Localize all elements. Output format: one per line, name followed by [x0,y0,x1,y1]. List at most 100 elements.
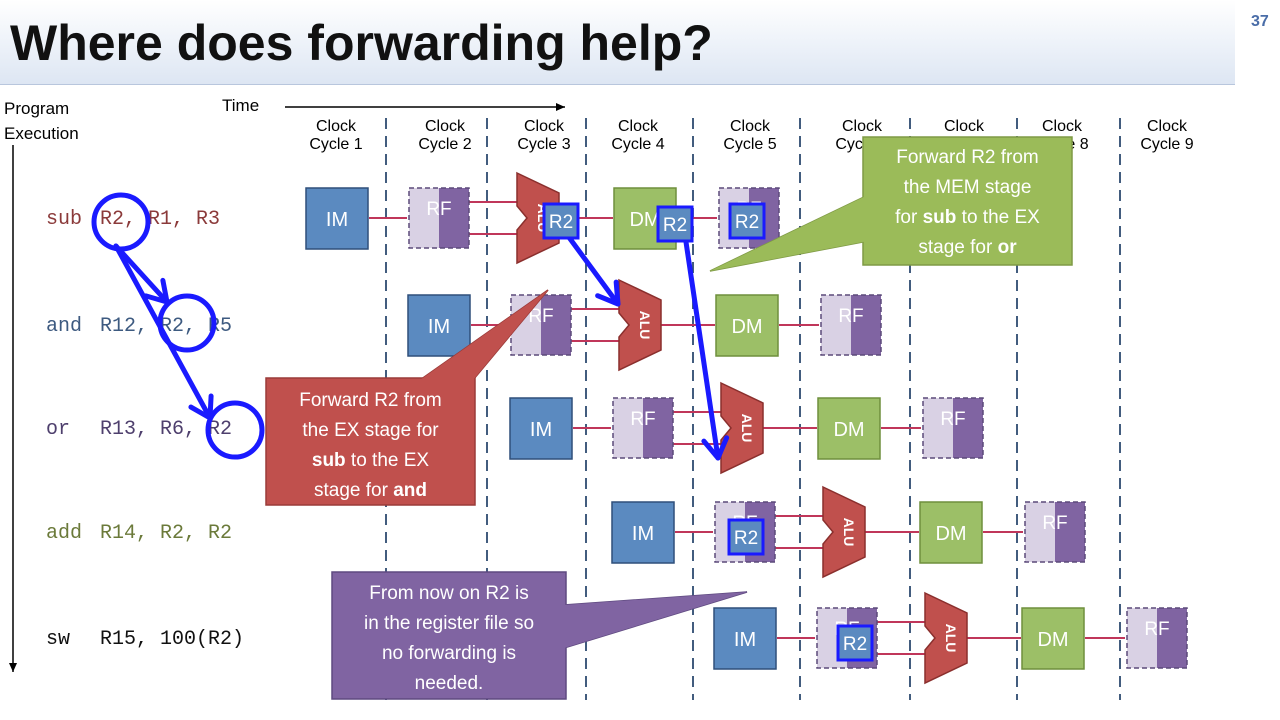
instr-5-rf-read-block [816,607,878,669]
instr-3-im-label: IM [530,419,552,441]
instr-1-im-label: IM [326,209,348,231]
instr-5-dm-label: DM [1037,629,1068,651]
clock-cycle-3-line-1: Clock [524,118,565,135]
instr-2-rf-write-label: RF [838,306,863,327]
instr-1-rf-write-block [718,187,780,249]
instruction-1-opcode: sub [46,208,82,231]
callout-ex-to-ex-line-1: Forward R2 from [299,390,442,411]
callout-register-file-box [331,571,567,700]
instr-2-rf-write-light-half [821,295,851,355]
instr-2-dm-label: DM [731,316,762,338]
instr-5-im-block [713,607,777,670]
callout-mem-to-ex-line-4: stage for or [918,237,1017,258]
sub-wb-r2-tag-box [728,202,766,240]
instruction-5-operands: R15, 100(R2) [100,628,244,651]
clock-cycle-1-line-2: Cycle 1 [309,136,362,153]
instr-5-rf-write-block [1126,607,1188,669]
clock-cycle-5-line-1: Clock [730,118,771,135]
instr-4-im-label: IM [632,523,654,545]
callout-ex-to-ex-box [265,377,476,506]
sub-wb-r2-tag-label: R2 [735,212,759,233]
instr-5-rf-write-light-half [1127,608,1157,668]
instr-1-rf-read-label: RF [426,199,451,220]
instr-2-rf-read-label: RF [528,306,553,327]
callout-ex-to-ex-pointer-fill [420,290,548,380]
instr-4-rf-read-block [714,501,776,563]
instr-2-im-label: IM [428,316,450,338]
clock-cycle-3-line-2: Cycle 3 [517,136,570,153]
instr-1-rf-read-block [408,187,470,249]
instr-1-dm-label: DM [629,209,660,231]
callout-ex-to-ex-line-4: stage for and [314,480,427,501]
callout-register-file-line-3: no forwarding is [382,643,516,664]
instr-5-alu-block [924,591,968,685]
instr-5-alu-label: ALU [943,624,959,653]
callout-ex-to-ex-line-2: the EX stage for [302,420,439,441]
callout-register-file-line-4: needed. [415,673,484,694]
instr-2-alu-block [618,278,662,372]
callout-mem-to-ex-line-2: the MEM stage [904,177,1032,198]
callout-mem-to-ex-box [862,136,1073,266]
title-bar: Where does forwarding help? [0,0,1235,85]
instr-2-rf-write-dark-half [851,295,881,355]
instr-2-rf-write-block [820,294,882,356]
instr-3-rf-write-light-half [923,398,953,458]
instr-5-rf-write-dark-half [1157,608,1187,668]
instr-3-rf-read-light-half [613,398,643,458]
instr-2-alu-label: ALU [637,311,653,340]
instr-4-alu-label: ALU [841,518,857,547]
callout-register-file-pointer-fill [564,592,747,648]
dependency-arrow-and [113,243,170,305]
instruction-3-opcode: or [46,418,70,441]
clock-cycle-2-line-1: Clock [425,118,466,135]
instr-1-rf-read-dark-half [439,188,469,248]
instr-3-alu-label: ALU [739,414,755,443]
instr-5-dm-block [1021,607,1085,670]
clock-cycle-1-line-1: Clock [316,118,357,135]
sub-mem-r2-tag-box [656,205,694,243]
instr-4-rf-write-light-half [1025,502,1055,562]
clock-cycle-7-line-1: Clock [944,118,985,135]
sub-ex-r2-tag-label: R2 [549,212,573,233]
sub-mem-r2-tag-label: R2 [663,215,687,236]
instr-3-im-block [509,397,573,460]
forward-arrow-ex-to-ex [565,233,621,307]
sw-rf-r2-tag-label: R2 [843,634,867,655]
instr-3-rf-read-label: RF [630,409,655,430]
instr-3-dm-block [817,397,881,460]
dependency-arrow-or-head [188,393,214,421]
forward-arrow-mem-to-ex [683,239,721,461]
program-label: Program [4,99,69,118]
clock-cycle-8-line-1: Clock [1042,118,1083,135]
instruction-3-operands: R13, R6, R2 [100,418,232,441]
instr-1-rf-read-light-half [409,188,439,248]
forward-arrow-ex-to-ex-head [595,279,621,307]
instr-4-dm-block [919,501,983,564]
dependency-arrow-and-head [143,277,170,305]
sub-ex-r2-tag-box [542,202,580,240]
clock-cycle-2-line-2: Cycle 2 [418,136,471,153]
instruction-5-opcode: sw [46,628,70,651]
instr-3-rf-read-block [612,397,674,459]
sw-rf-r2-tag-box [836,624,874,662]
instruction-1-operands: R2, R1, R3 [100,208,220,231]
execution-label: Execution [4,124,79,143]
slide-title: Where does forwarding help? [10,15,713,71]
instr-2-dm-block [715,294,779,357]
instr-3-rf-write-label: RF [940,409,965,430]
clock-cycle-9-line-1: Clock [1147,118,1188,135]
instr-4-rf-write-dark-half [1055,502,1085,562]
callout-register-file-line-2: in the register file so [364,613,534,634]
callout-mem-to-ex-pointer-fill [710,195,868,271]
instruction-4-opcode: add [46,522,82,545]
time-label: Time [222,96,259,115]
add-rf-r2-tag-label: R2 [734,528,758,549]
clock-cycle-4-line-2: Cycle 4 [611,136,664,153]
instr-5-rf-write-label: RF [1144,619,1169,640]
instr-4-dm-label: DM [935,523,966,545]
instr-4-rf-write-block [1024,501,1086,563]
clock-cycle-4-line-1: Clock [618,118,659,135]
forward-arrow-mem-to-ex-head [701,435,730,461]
instruction-2-operands: R12, R2, R5 [100,315,232,338]
